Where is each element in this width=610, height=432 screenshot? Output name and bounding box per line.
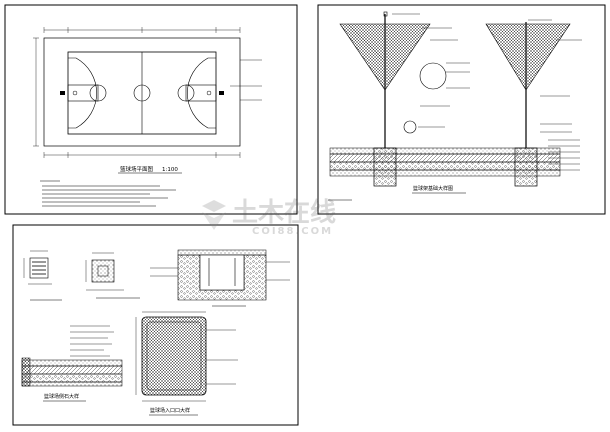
watermark-logo: [202, 200, 226, 230]
watermark-text: 土木在线: [232, 198, 336, 228]
entrance-plan-title: 篮球场入口口大样: [150, 407, 190, 414]
court-plan-title: 篮球场平面图: [120, 165, 154, 173]
pavement-layers: [329, 147, 561, 187]
backboard-section-left: [339, 23, 431, 91]
watermark: 土木在线 COI88.COM: [202, 198, 336, 237]
backboard-section-right: [485, 23, 571, 91]
court-plan-notes: [40, 180, 176, 207]
watermark-subtext: COI88.COM: [252, 226, 333, 237]
curb-section: 篮球场侧石大样: [21, 325, 123, 402]
entrance-plan: 篮球场入口口大样: [135, 311, 238, 416]
drain-grate-plan: [23, 250, 62, 301]
curb-section-title: 篮球场侧石大样: [44, 393, 79, 400]
cover-plate-plan: [85, 252, 140, 299]
hoop-section-title: 篮球架基础大样图: [413, 185, 453, 192]
basketball-court: [60, 51, 224, 135]
sheet-court-plan: 篮球场平面图 1:100: [4, 4, 298, 215]
sheet-hoop-section: 篮球架基础大样图: [317, 4, 606, 215]
sheet-details: 篮球场侧石大样 篮球场入口口大样: [12, 224, 299, 426]
drain-channel-section: [150, 249, 290, 307]
court-plan-scale: 1:100: [162, 167, 178, 173]
